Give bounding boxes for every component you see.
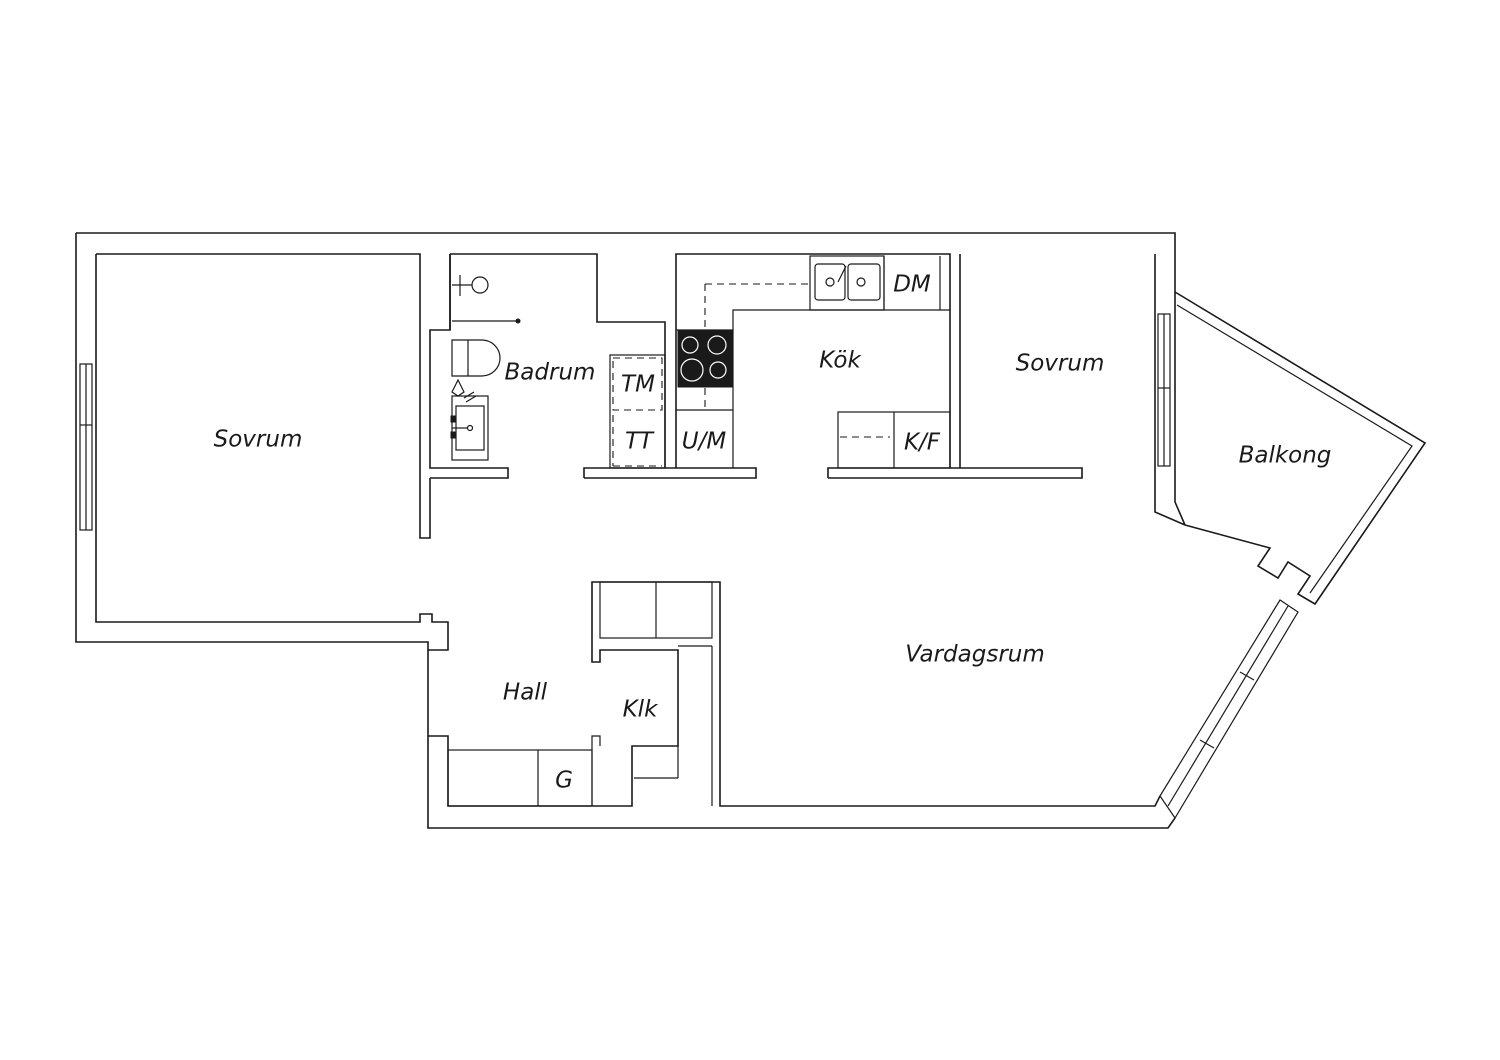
room-label-balkong: Balkong <box>1239 443 1332 469</box>
appliance-label-kf: K/F <box>904 430 941 456</box>
balcony <box>1174 291 1427 606</box>
appliance-labels: TM TT U/M DM K/F G <box>555 272 941 794</box>
appliance-label-dm: DM <box>893 272 931 298</box>
room-label-vardagsrum: Vardagsrum <box>905 642 1045 668</box>
appliance-label-tt: TT <box>625 429 655 455</box>
appliance-label-tm: TM <box>621 372 655 398</box>
appliance-label-g: G <box>555 768 573 794</box>
room-label-hall: Hall <box>503 680 548 706</box>
window-living-room <box>1159 599 1299 820</box>
storage <box>447 581 713 807</box>
bathroom <box>429 253 757 479</box>
room-label-sovrum-left: Sovrum <box>214 427 303 453</box>
kitchen <box>675 253 1083 479</box>
window-right-bedroom <box>1157 313 1171 467</box>
room-label-badrum: Badrum <box>505 360 596 386</box>
window-left <box>79 363 93 531</box>
room-labels: Sovrum Badrum Kök Sovrum Balkong Vardags… <box>214 348 1332 723</box>
appliance-label-um: U/M <box>682 429 727 455</box>
room-label-klk: Klk <box>623 697 659 723</box>
room-label-sovrum-right: Sovrum <box>1016 351 1105 377</box>
room-label-kok: Kök <box>819 348 862 374</box>
